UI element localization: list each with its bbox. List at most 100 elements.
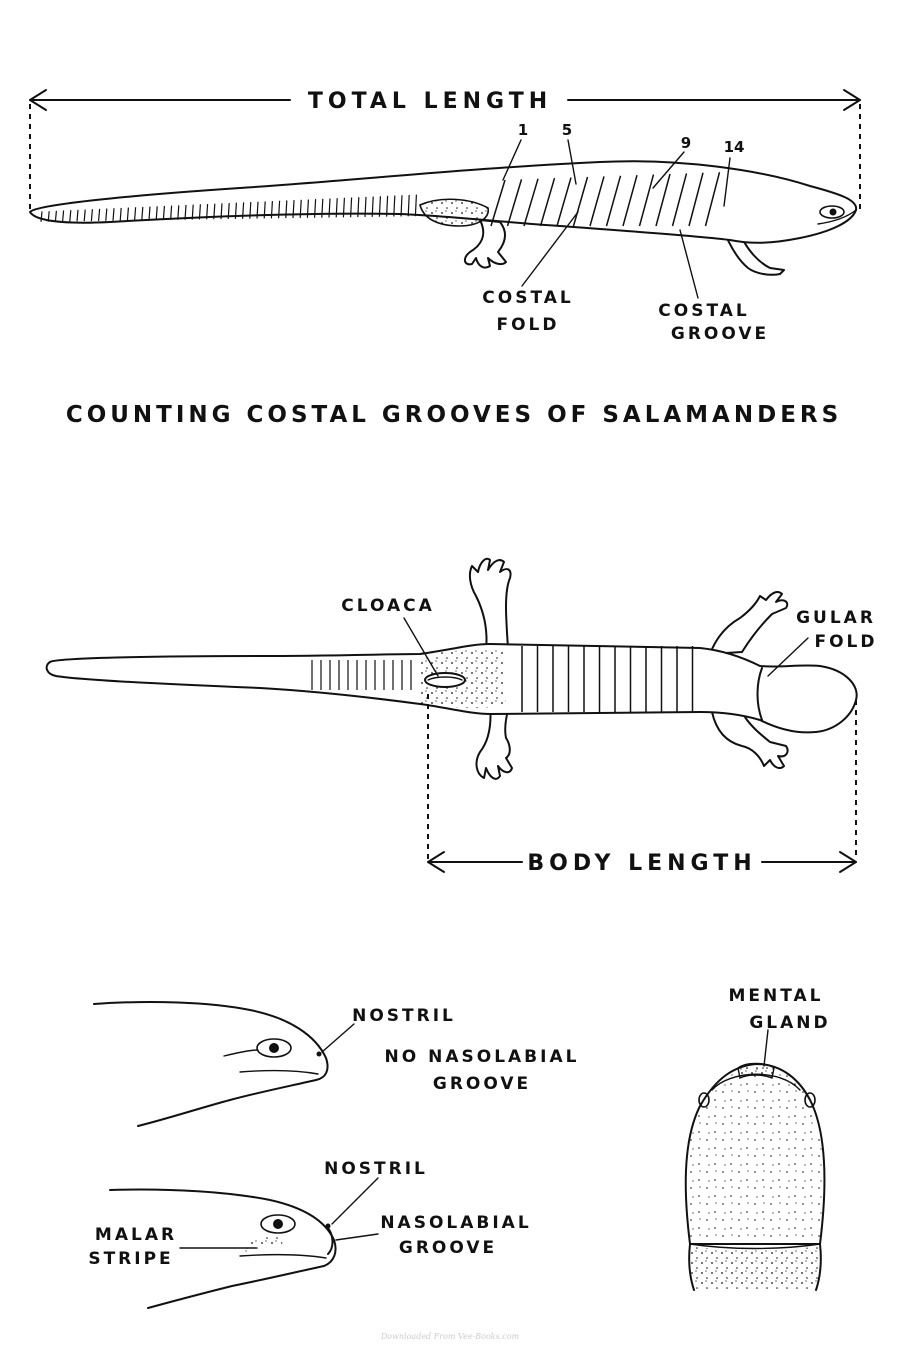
groove-line bbox=[278, 200, 281, 219]
groove-line bbox=[141, 206, 144, 221]
salamander-ventral bbox=[45, 557, 858, 780]
groove-line bbox=[490, 179, 506, 227]
tail-annuli bbox=[40, 194, 417, 222]
eye-icon bbox=[698, 1092, 710, 1108]
ventral-costal-rings bbox=[521, 646, 694, 712]
groove-line bbox=[198, 204, 201, 220]
groove-number-9: 9 bbox=[681, 134, 691, 152]
groove-line bbox=[69, 210, 72, 222]
groove-line bbox=[98, 208, 101, 222]
groove-line bbox=[342, 197, 345, 218]
groove-line bbox=[184, 204, 187, 220]
gular-fold-label-1: GULAR bbox=[796, 608, 876, 628]
groove-line bbox=[285, 200, 288, 219]
hind-limb-lower bbox=[475, 703, 513, 780]
groove-number-14: 14 bbox=[724, 138, 745, 156]
nasolabial-label-2: GROOVE bbox=[399, 1238, 497, 1258]
groove-line bbox=[314, 199, 317, 218]
groove-line bbox=[350, 197, 353, 218]
eye-icon bbox=[256, 1038, 292, 1058]
groove-line bbox=[54, 210, 57, 222]
groove-line bbox=[191, 204, 194, 220]
groove-line bbox=[134, 207, 137, 221]
groove-line bbox=[306, 199, 309, 218]
ventral-tail-rings bbox=[311, 660, 412, 690]
mental-gland-label-2: GLAND bbox=[749, 1013, 830, 1033]
groove-line bbox=[506, 179, 523, 227]
eye-icon bbox=[804, 1092, 816, 1108]
groove-line bbox=[357, 197, 360, 218]
groove-line bbox=[386, 195, 389, 217]
groove-line bbox=[227, 202, 230, 220]
body-length-dimension: BODY LENGTH bbox=[427, 694, 857, 876]
groove-line bbox=[671, 173, 688, 227]
mental-gland bbox=[737, 1062, 775, 1080]
gular-fold-leader bbox=[767, 637, 809, 677]
groove-line bbox=[299, 199, 302, 218]
nostril-label-lower: NOSTRIL bbox=[324, 1159, 428, 1179]
body-length-label: BODY LENGTH bbox=[527, 851, 756, 876]
cloaca-opening bbox=[424, 672, 466, 688]
no-nasolabial-label-1: NO NASOLABIAL bbox=[385, 1047, 580, 1067]
head-nasolabial: NOSTRIL NASOLABIAL GROOVE MALAR STRIPE bbox=[88, 1159, 529, 1309]
chin-view: MENTAL GLAND bbox=[684, 986, 830, 1291]
groove-line bbox=[263, 201, 266, 219]
nostril-dot-2 bbox=[325, 1223, 331, 1229]
figure-title: COUNTING COSTAL GROOVES OF SALAMANDERS bbox=[66, 402, 842, 428]
groove-line bbox=[523, 178, 539, 227]
costal-grooves bbox=[490, 172, 721, 227]
nasolabial-leader bbox=[335, 1233, 379, 1241]
mental-gland-leader bbox=[763, 1029, 769, 1067]
footer-watermark: Downloaded From Vee-Books.com bbox=[380, 1332, 520, 1341]
groove-line bbox=[148, 206, 151, 221]
groove-line bbox=[605, 175, 622, 227]
front-limb-upper bbox=[709, 591, 789, 655]
total-length-label: TOTAL LENGTH bbox=[308, 89, 552, 114]
costal-groove-leader bbox=[679, 229, 699, 299]
malar-stripe-patch bbox=[242, 1234, 284, 1252]
ventral-view: CLOACA GULAR FOLD BODY LENGTH bbox=[45, 557, 877, 876]
groove-line bbox=[112, 208, 115, 221]
front-limb-lower bbox=[711, 711, 789, 769]
costal-groove-label-2: GROOVE bbox=[671, 324, 769, 344]
groove-line bbox=[371, 196, 374, 217]
groove-line bbox=[572, 176, 589, 227]
groove-line bbox=[321, 198, 324, 218]
groove-line bbox=[539, 177, 556, 227]
cloaca-leader bbox=[403, 617, 439, 677]
hind-limb-upper bbox=[468, 557, 512, 651]
groove-line bbox=[83, 209, 86, 222]
groove-line bbox=[206, 203, 209, 220]
malar-stripe-label-1: MALAR bbox=[95, 1225, 177, 1245]
mouth-line-2 bbox=[239, 1253, 327, 1259]
groove-line bbox=[414, 194, 417, 217]
nostril-leader bbox=[321, 1023, 355, 1053]
gular-fold-label-2: FOLD bbox=[814, 632, 877, 652]
groove-line bbox=[170, 205, 173, 220]
groove-line bbox=[256, 201, 259, 219]
mouth-line bbox=[817, 209, 857, 225]
groove-line bbox=[328, 198, 331, 218]
nostril-label-upper: NOSTRIL bbox=[352, 1006, 456, 1026]
groove-line bbox=[364, 196, 367, 217]
groove-line bbox=[393, 195, 396, 217]
total-length-dimension: TOTAL LENGTH bbox=[29, 89, 861, 212]
groove-line bbox=[47, 211, 50, 222]
groove-line bbox=[655, 173, 671, 227]
groove-line bbox=[622, 175, 638, 227]
groove-line bbox=[177, 205, 180, 220]
costal-fold-label-2: FOLD bbox=[496, 315, 559, 335]
head-outline-2 bbox=[109, 1188, 337, 1309]
groove-line bbox=[335, 198, 338, 218]
groove-line bbox=[638, 174, 655, 227]
groove-line bbox=[400, 195, 403, 217]
nostril-leader-2 bbox=[331, 1177, 379, 1225]
salamander-lateral bbox=[29, 160, 858, 276]
eye-icon bbox=[819, 205, 845, 219]
groove-number-1: 1 bbox=[518, 121, 528, 139]
cloaca-label: CLOACA bbox=[341, 596, 435, 616]
hind-limb bbox=[464, 219, 507, 269]
costal-groove-label-1: COSTAL bbox=[658, 301, 749, 321]
